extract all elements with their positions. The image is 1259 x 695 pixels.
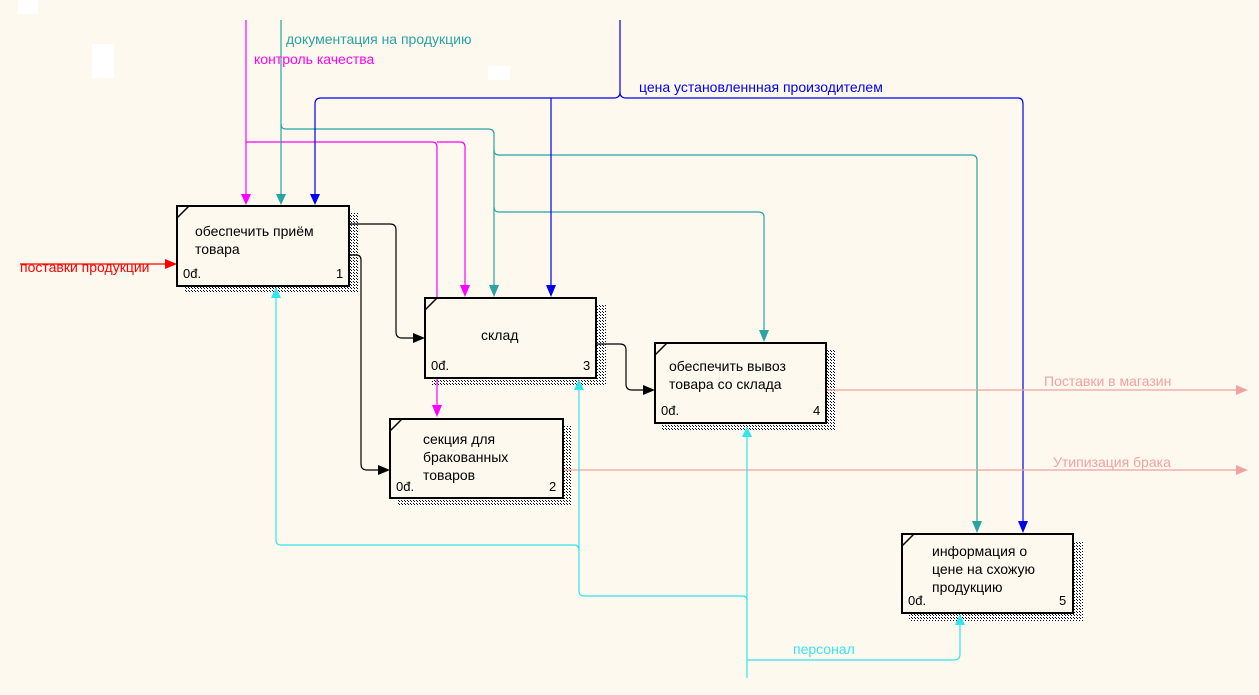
box-title-line: товаров xyxy=(423,467,475,483)
canvas-artifact xyxy=(18,0,38,14)
box-title-line: секция для xyxy=(423,431,495,447)
box-title-line: бракованных xyxy=(423,449,508,465)
box-cost: 0đ. xyxy=(908,593,926,608)
arrowheads xyxy=(165,194,1248,625)
label-staff: персонал xyxy=(793,641,855,657)
box-title-line: обеспечить вывоз xyxy=(669,358,786,374)
arrow-box1-to-box3 xyxy=(349,223,421,339)
box-number: 5 xyxy=(1059,593,1066,608)
arrow-staff-main xyxy=(578,390,748,678)
box-title-line: товара xyxy=(195,241,240,257)
box-title-line: обеспечить приём xyxy=(195,223,314,239)
box-1[interactable]: обеспечить приём товара 0đ. 1 xyxy=(176,205,350,287)
box-cost: 0đ. xyxy=(396,479,414,494)
box-title-line: продукцию xyxy=(932,579,1002,595)
arrow-staff-to-box1 xyxy=(275,291,580,551)
arrow-box1-to-box2 xyxy=(349,254,386,471)
label-defect-disposal: Утипизация брака xyxy=(1053,454,1171,470)
arrow-price-main xyxy=(314,20,621,203)
arrow-quality-to-box2 xyxy=(246,141,438,414)
label-supply: поставки продукции xyxy=(20,259,149,275)
arrow-price-to-box5 xyxy=(619,91,1024,530)
box-cost: 0đ. xyxy=(431,358,449,373)
arrow-staff-to-box5 xyxy=(747,618,961,661)
box-number: 1 xyxy=(336,266,343,281)
box-number: 2 xyxy=(549,479,556,494)
box-2[interactable]: секция для бракованных товаров 0đ. 2 xyxy=(389,418,564,499)
box-number: 4 xyxy=(813,403,820,418)
arrow-docs-to-box4 xyxy=(493,206,765,339)
box-title-line: товара со склада xyxy=(669,376,782,392)
arrow-quality-to-box3 xyxy=(437,141,466,294)
label-to-stores: Поставки в магазин xyxy=(1044,373,1171,389)
arrow-box3-to-box4 xyxy=(596,343,651,391)
canvas-artifact xyxy=(92,44,114,78)
label-documentation: документация на продукцию xyxy=(286,31,471,47)
label-price: цена установленнная произодителем xyxy=(639,79,883,95)
box-title-line: склад xyxy=(481,327,518,343)
svg-text:обеспечить приём: обеспечить приём xyxy=(195,223,314,239)
box-3[interactable]: склад 0đ. 3 xyxy=(424,297,597,379)
box-5[interactable]: информация о цене на схожую продукцию 0đ… xyxy=(901,533,1074,614)
arrow-docs-branch xyxy=(280,123,495,294)
box-number: 3 xyxy=(583,358,590,373)
box-4[interactable]: обеспечить вывоз товара со склада 0đ. 4 xyxy=(654,342,827,424)
box-cost: 0đ. xyxy=(661,403,679,418)
box-title-line: цене на схожую xyxy=(932,561,1035,577)
arrow-docs-to-box5 xyxy=(493,149,978,530)
box-title-line: информация о xyxy=(932,543,1027,559)
label-quality-control: контроль качества xyxy=(254,51,375,67)
svg-text:товара: товара xyxy=(195,241,240,257)
canvas-artifact xyxy=(488,66,510,80)
box-cost: 0đ. xyxy=(183,266,201,281)
